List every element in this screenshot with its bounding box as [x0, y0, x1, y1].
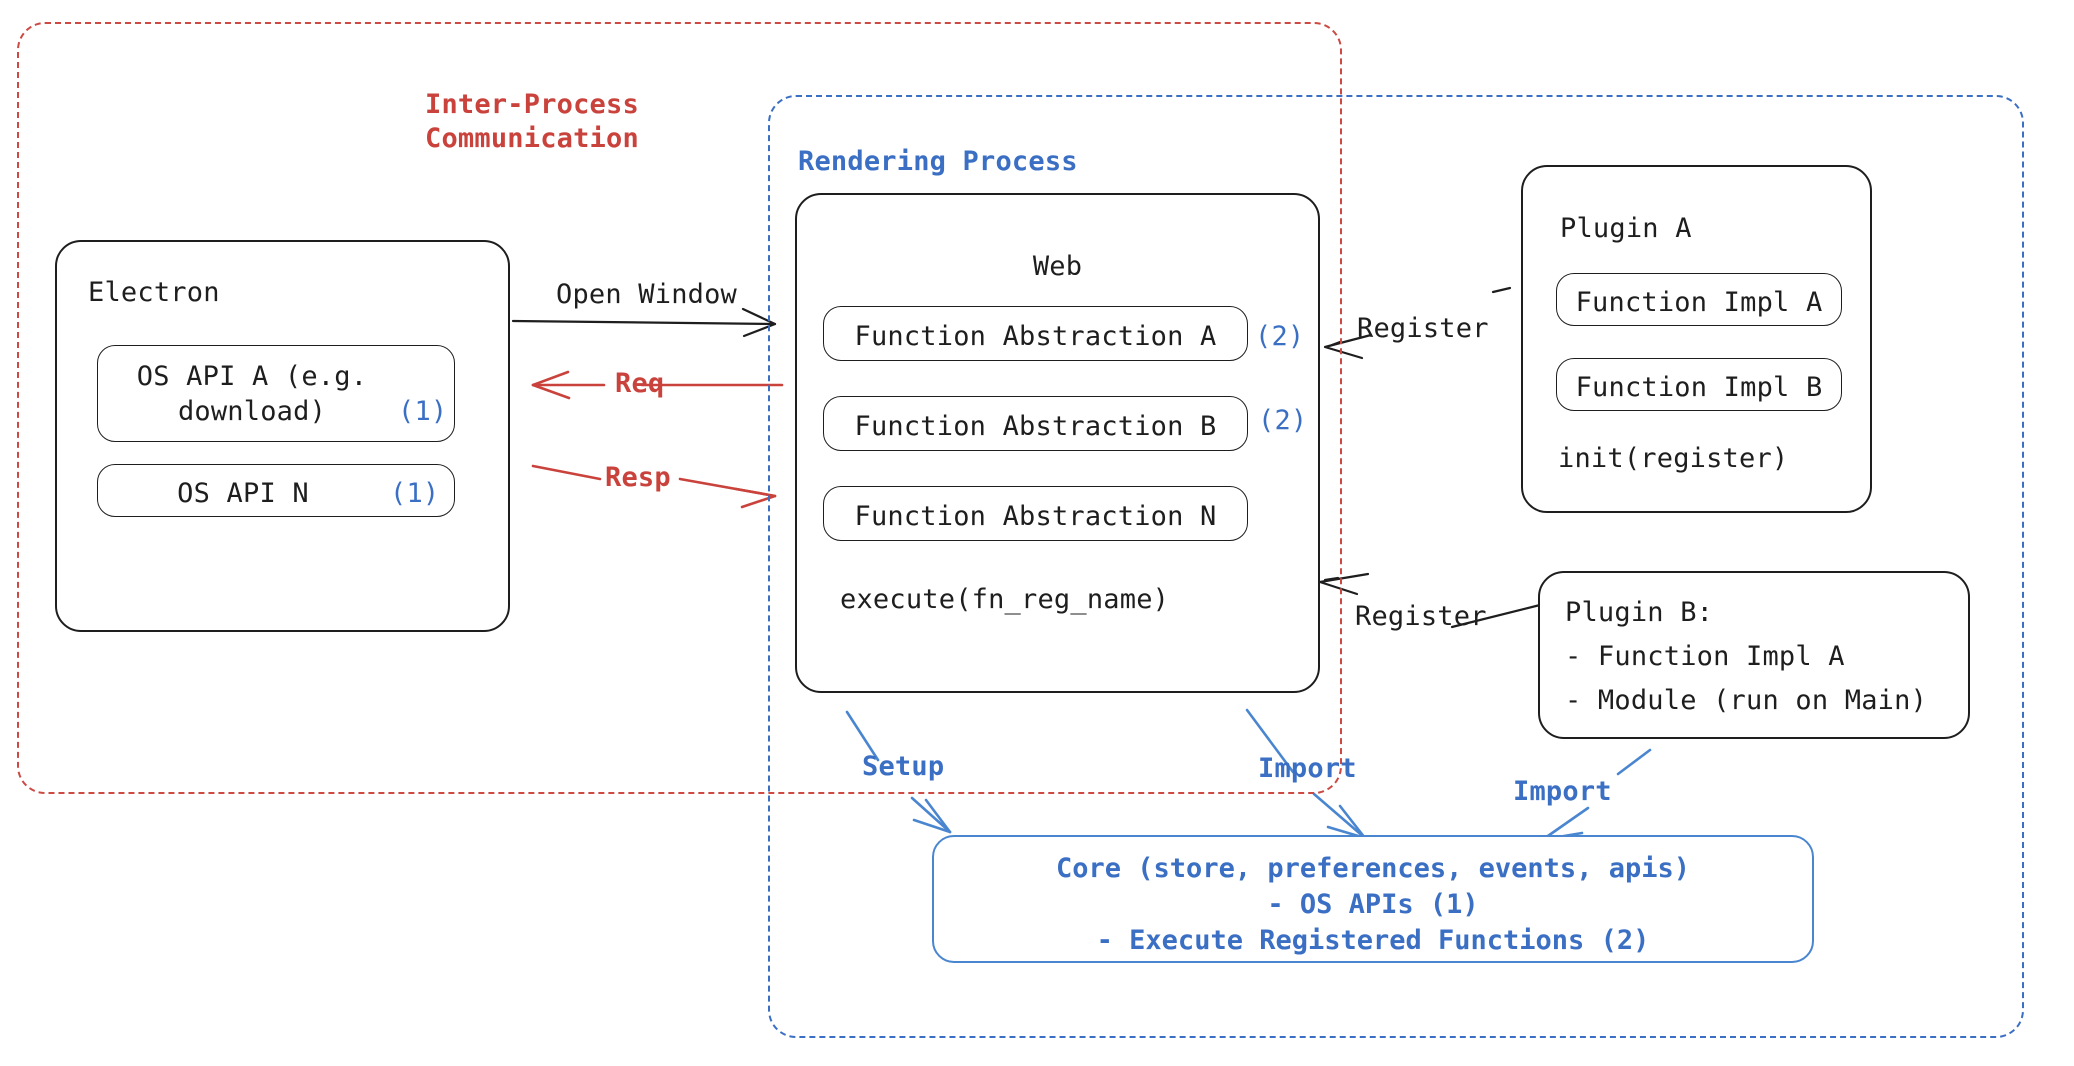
function-abstraction-a-label: Function Abstraction A: [854, 321, 1217, 352]
web-title: Web: [1032, 251, 1083, 282]
edge-label-resp: Resp: [605, 462, 671, 493]
plugin-b-box: [1538, 571, 1970, 739]
plugin-b-title: Plugin B:: [1565, 597, 1714, 628]
function-abstraction-b-box[interactable]: [823, 396, 1248, 451]
edge-label-setup: Setup: [862, 751, 945, 782]
os-api-n-label: OS API N: [177, 478, 309, 509]
edge-label-register-b: Register: [1355, 601, 1487, 632]
plugin-a-title: Plugin A: [1560, 213, 1692, 244]
plugin-a-function-impl-a-box[interactable]: [1556, 273, 1842, 326]
plugin-a-function-impl-b-box[interactable]: [1556, 358, 1842, 411]
plugin-a-box: [1521, 165, 1872, 513]
os-api-a-badge: (1): [398, 396, 448, 427]
ipc-label-line2: Communication: [425, 123, 639, 154]
edge-label-register-a: Register: [1357, 313, 1489, 344]
plugin-b-item-module: - Module (run on Main): [1565, 685, 1928, 716]
rendering-process-label: Rendering Process: [798, 146, 1078, 177]
core-line-2: - OS APIs (1): [1267, 889, 1479, 920]
function-abstraction-b-badge: (2): [1258, 405, 1308, 436]
os-api-n-badge: (1): [390, 478, 440, 509]
plugin-a-function-impl-a-label: Function Impl A: [1575, 287, 1823, 318]
edge-register-a: [1323, 286, 1512, 360]
edge-label-open-window: Open Window: [556, 279, 738, 310]
core-line-3: - Execute Registered Functions (2): [1096, 925, 1650, 956]
function-abstraction-n-box[interactable]: [823, 486, 1248, 541]
edge-label-import-plugin-b: Import: [1513, 776, 1612, 807]
os-api-n-box[interactable]: [97, 464, 455, 517]
plugin-a-init-label: init(register): [1558, 443, 1789, 474]
os-api-a-box[interactable]: [97, 345, 455, 442]
electron-title: Electron: [88, 277, 220, 308]
function-abstraction-a-badge: (2): [1255, 321, 1305, 352]
edge-register-b: [1318, 572, 1542, 629]
region-rendering-process: [768, 95, 2024, 1038]
edge-label-import-web: Import: [1258, 753, 1357, 784]
edge-setup: [845, 710, 952, 834]
function-abstraction-b-label: Function Abstraction B: [854, 411, 1217, 442]
plugin-a-function-impl-b-label: Function Impl B: [1575, 372, 1823, 403]
core-line-1: Core (store, preferences, events, apis): [1056, 853, 1690, 884]
edge-label-req: Req: [615, 368, 665, 399]
plugin-b-item-function-impl-a: - Function Impl A: [1565, 641, 1845, 672]
region-inter-process-communication: [17, 22, 1342, 794]
os-api-a-label-line2: download): [177, 396, 327, 427]
edge-req: [531, 370, 784, 400]
edge-import-web: [1245, 708, 1367, 840]
function-abstraction-a-box[interactable]: [823, 306, 1248, 361]
web-execute-label: execute(fn_reg_name): [840, 584, 1170, 615]
core-box: [932, 835, 1814, 963]
function-abstraction-n-label: Function Abstraction N: [854, 501, 1217, 532]
os-api-a-label-line1: OS API A (e.g.: [136, 361, 368, 392]
ipc-label-line1: Inter-Process: [425, 89, 639, 120]
